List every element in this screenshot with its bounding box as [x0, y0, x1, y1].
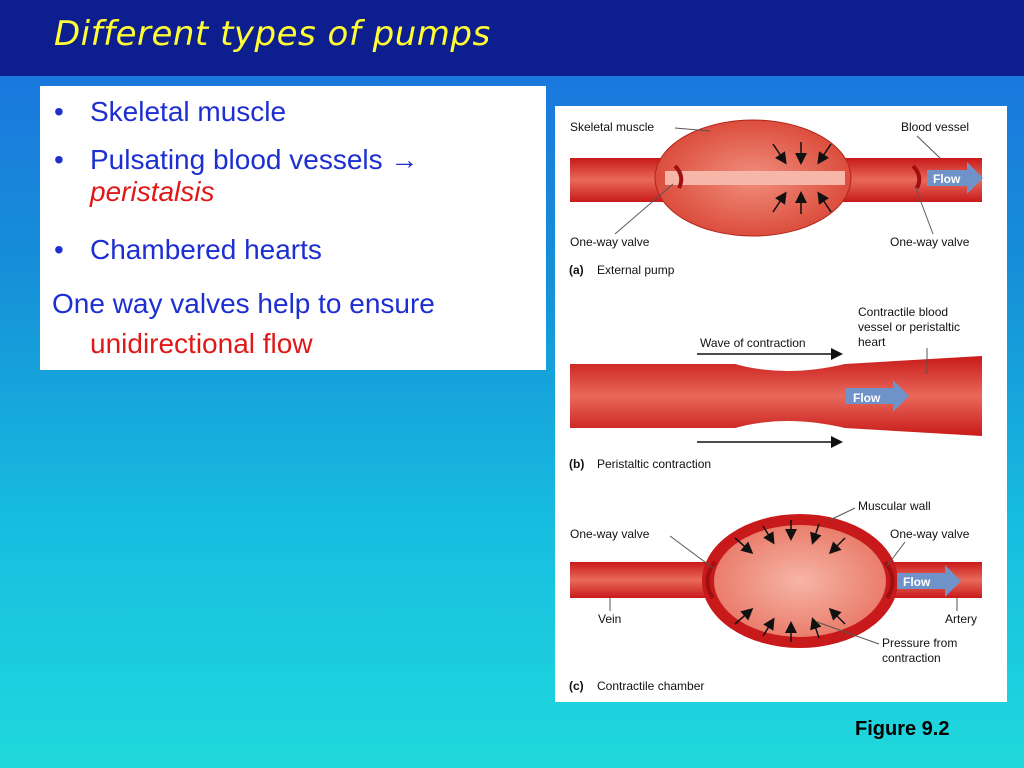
bullet-text: Chambered hearts — [90, 234, 322, 265]
panel-caption: Contractile chamber — [597, 679, 704, 693]
panel-caption: Peristaltic contraction — [597, 457, 711, 471]
one-way-valve-label: One-way valve — [570, 235, 650, 249]
bullet-text: Pulsating blood vessels — [90, 144, 383, 175]
valve-shape — [883, 560, 895, 600]
bullet-text: Skeletal muscle — [90, 96, 287, 127]
panel-letter: (b) — [569, 457, 584, 471]
flow-arrow-icon — [845, 380, 909, 412]
vein-shape — [570, 562, 720, 598]
valve-shape — [705, 560, 717, 600]
peristaltic-vessel-shape — [570, 356, 982, 436]
blood-vessel-label: Blood vessel — [901, 120, 969, 134]
flow-label: Flow — [903, 575, 931, 589]
bullet-dot: • — [54, 234, 64, 265]
paragraph-line: One way valves help to ensure — [52, 288, 435, 319]
muscular-wall-label: Muscular wall — [858, 499, 931, 513]
paragraph: One way valves help to ensure unidirecti… — [52, 284, 435, 364]
valve-shape — [673, 164, 684, 189]
flow-arrow-icon — [897, 565, 961, 597]
figure-caption: Figure 9.2 — [855, 718, 950, 740]
contractile-vessel-label: Contractile blood — [858, 305, 948, 319]
skeletal-muscle-label: Skeletal muscle — [570, 120, 654, 134]
bullet-dot: • — [54, 144, 64, 175]
bullet-item: • Skeletal muscle — [54, 96, 286, 128]
contractile-vessel-label: heart — [858, 335, 886, 349]
vessel-lumen — [665, 171, 845, 185]
one-way-valve-label: One-way valve — [890, 527, 970, 541]
bullet-dot: • — [54, 96, 64, 127]
wave-of-contraction-label: Wave of contraction — [700, 336, 806, 350]
one-way-valve-label: One-way valve — [890, 235, 970, 249]
bullet-item: • Chambered hearts — [54, 234, 322, 266]
contractile-vessel-label: vessel or peristaltic — [858, 320, 960, 334]
one-way-valve-label: One-way valve — [570, 527, 650, 541]
flow-arrow-icon — [927, 162, 983, 194]
figure-panel: Flow Skeletal muscle Blood vessel One-wa… — [555, 106, 1007, 702]
panel-c: Flow Muscular wall One-way valve One-way… — [569, 499, 982, 693]
arrow-symbol: → — [390, 144, 419, 175]
artery-label: Artery — [945, 612, 977, 626]
panel-b: Flow Wave of contraction Contractile blo… — [569, 305, 982, 471]
flow-label: Flow — [933, 172, 961, 186]
pressure-label: contraction — [882, 651, 941, 665]
pump-diagram: Flow Skeletal muscle Blood vessel One-wa… — [569, 119, 983, 693]
vein-label: Vein — [598, 612, 621, 626]
panel-letter: (a) — [569, 263, 584, 277]
slide-title: Different types of pumps — [54, 14, 491, 54]
peristalsis-text: peristalsis — [90, 176, 215, 207]
text-box: • Skeletal muscle • Pulsating blood vess… — [40, 86, 546, 370]
title-bar — [0, 0, 1024, 76]
chamber-lumen — [714, 525, 886, 637]
flow-label: Flow — [853, 391, 881, 405]
paragraph-highlight: unidirectional flow — [90, 328, 313, 359]
panel-letter: (c) — [569, 679, 584, 693]
panel-caption: External pump — [597, 263, 675, 277]
pressure-label: Pressure from — [882, 636, 957, 650]
panel-a: Flow Skeletal muscle Blood vessel One-wa… — [569, 119, 983, 277]
bullet-item: • Pulsating blood vessels → peristalsis — [54, 144, 418, 208]
valve-shape — [911, 164, 922, 189]
